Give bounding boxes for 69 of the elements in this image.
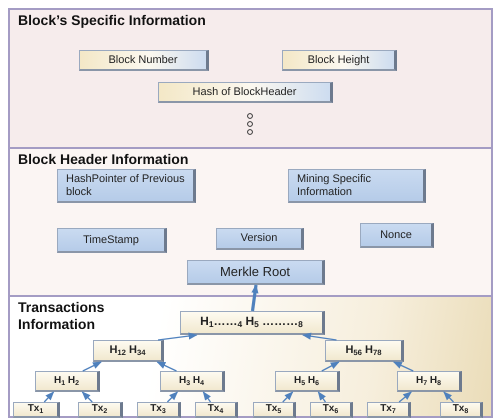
box-label: Tx$_{2}$ <box>92 403 108 416</box>
box-label: Tx$_{7}$ <box>380 403 396 416</box>
box-label: Version <box>240 232 278 245</box>
box-label: H$_{1}$……$_{4}$ H$_{5}$ ………$_{8}$ <box>200 315 303 330</box>
section-panel <box>8 147 493 297</box>
arrow <box>166 391 178 402</box>
arrow <box>202 391 212 402</box>
info-box <box>275 371 340 392</box>
info-box <box>195 402 238 418</box>
box-label: Merkle Root <box>220 264 290 280</box>
box-label: Tx$_{4}$ <box>208 403 224 416</box>
arrow <box>282 391 294 402</box>
box-label: TimeStamp <box>83 234 139 246</box>
arrow <box>443 391 454 402</box>
info-box <box>93 340 164 362</box>
arrow <box>321 361 340 372</box>
box-label: Tx$_{6}$ <box>322 403 338 416</box>
info-box <box>325 340 404 362</box>
info-box <box>57 169 196 203</box>
arrow <box>392 361 414 372</box>
arrow <box>250 284 258 312</box>
info-box <box>397 371 462 392</box>
box-label: Block Number <box>108 54 178 66</box>
info-box <box>57 228 167 253</box>
info-box <box>180 311 325 335</box>
info-box <box>288 169 426 203</box>
box-label: Tx$_{3}$ <box>150 403 166 416</box>
section-title: Block Header Information <box>18 151 188 168</box>
arrow <box>82 391 93 402</box>
section-panel <box>8 8 493 149</box>
info-box <box>187 260 325 285</box>
section-title: Transactions Information <box>18 299 106 333</box>
box-label: H$_{12}$ H$_{34}$ <box>109 344 146 358</box>
box-label: Block Height <box>308 54 370 66</box>
box-label: Nonce <box>380 228 412 242</box>
box-label: Tx$_{8}$ <box>452 403 468 416</box>
info-box <box>79 50 209 71</box>
box-label: HashPointer of Previous block <box>66 172 186 198</box>
section-title: Block’s Specific Information <box>18 12 206 29</box>
box-label: Hash of BlockHeader <box>192 86 296 98</box>
info-box <box>282 50 397 71</box>
box-label: H$_{1}$ H$_{2}$ <box>54 374 80 388</box>
info-box <box>440 402 483 418</box>
info-box <box>78 402 123 418</box>
box-label: H$_{7}$ H$_{8}$ <box>416 374 442 388</box>
info-box <box>137 402 181 418</box>
info-box <box>158 82 333 103</box>
section-panel <box>8 295 493 418</box>
arrow <box>318 391 326 402</box>
info-box <box>13 402 60 418</box>
box-label: H$_{56}$ H$_{78}$ <box>345 344 382 358</box>
box-label: Tx$_{1}$ <box>28 403 44 416</box>
box-label: H$_{3}$ H$_{4}$ <box>178 374 204 388</box>
arrow <box>158 332 198 341</box>
arrow <box>398 391 412 402</box>
arrow <box>302 332 337 341</box>
info-box <box>367 402 411 418</box>
arrow <box>44 391 54 402</box>
info-box <box>160 371 225 392</box>
arrow <box>156 361 177 372</box>
box-label: Tx$_{5}$ <box>266 403 282 416</box>
box-label: H$_{5}$ H$_{6}$ <box>294 374 320 388</box>
info-box <box>216 228 304 250</box>
info-box <box>35 371 100 392</box>
info-box <box>360 223 434 248</box>
info-box <box>310 402 353 418</box>
box-label: Mining Specific Information <box>297 172 372 198</box>
info-box <box>253 402 296 418</box>
arrow <box>82 361 102 372</box>
